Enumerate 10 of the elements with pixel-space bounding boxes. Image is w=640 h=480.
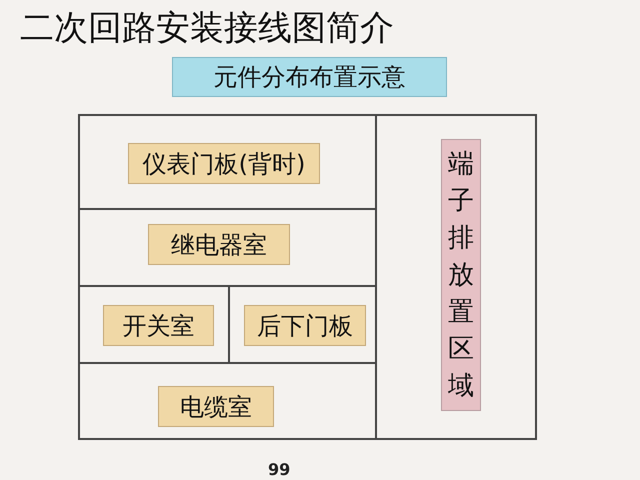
- page-number: 99: [268, 461, 290, 479]
- layout-frame: [78, 114, 537, 440]
- panel-label-box: 电缆室: [158, 386, 274, 427]
- slide-title: 二次回路安装接线图简介: [20, 7, 394, 50]
- panel-label-box: 继电器室: [148, 224, 290, 265]
- terminal-area-box: 端子排放置区域: [441, 139, 481, 411]
- panel-label-box: 后下门板: [244, 305, 366, 346]
- panel-label-box: 开关室: [103, 305, 214, 346]
- panel-label-box: 仪表门板(背时): [128, 143, 320, 184]
- subtitle-banner: 元件分布布置示意: [172, 57, 447, 97]
